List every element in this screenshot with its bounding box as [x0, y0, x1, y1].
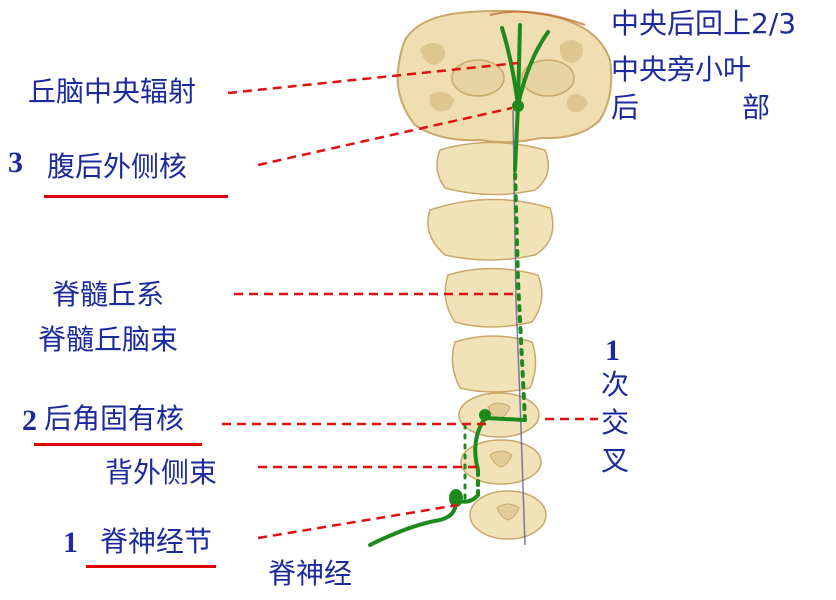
nucleus-proprius-label: 后角固有核 — [44, 405, 184, 433]
nucleus-proprius-underline — [34, 443, 202, 446]
decussation-char-3: 叉 — [598, 442, 632, 480]
cortex-label-line3-left: 后 — [611, 94, 639, 122]
dorsolateral-fasciculus-label: 背外侧束 — [105, 459, 217, 487]
vpl-nucleus-cell — [512, 100, 524, 112]
spinal-ganglion-label: 脊神经节 — [100, 528, 212, 556]
vpl-underline — [44, 195, 228, 198]
cortex-label-line3-right: 部 — [742, 94, 770, 122]
brainstem-sections — [428, 143, 553, 540]
cortex-label-line2: 中央旁小叶 — [611, 56, 751, 84]
decussation-number: 1 — [605, 336, 620, 366]
vpl-nucleus-label: 腹后外侧核 — [47, 153, 187, 181]
spinal-ganglion-number: 1 — [63, 528, 78, 558]
nucleus-proprius-number: 2 — [22, 406, 37, 436]
decussation-char-2: 交 — [598, 404, 632, 442]
thalamic-radiation-label: 丘脑中央辐射 — [28, 78, 196, 106]
nucleus-proprius-cell — [479, 409, 491, 421]
decussation-char-1: 次 — [598, 366, 632, 404]
spinal-ganglion-underline — [86, 565, 216, 568]
spinal-nerve-label: 脊神经 — [268, 560, 352, 588]
decussation-label: 次 交 叉 — [598, 366, 632, 480]
spinothalamic-system-label: 脊髓丘系 — [52, 281, 164, 309]
cortex-label-line1: 中央后回上2/3 — [611, 10, 796, 38]
spinothalamic-tract-label: 脊髓丘脑束 — [38, 326, 178, 354]
vpl-number: 3 — [8, 148, 23, 178]
